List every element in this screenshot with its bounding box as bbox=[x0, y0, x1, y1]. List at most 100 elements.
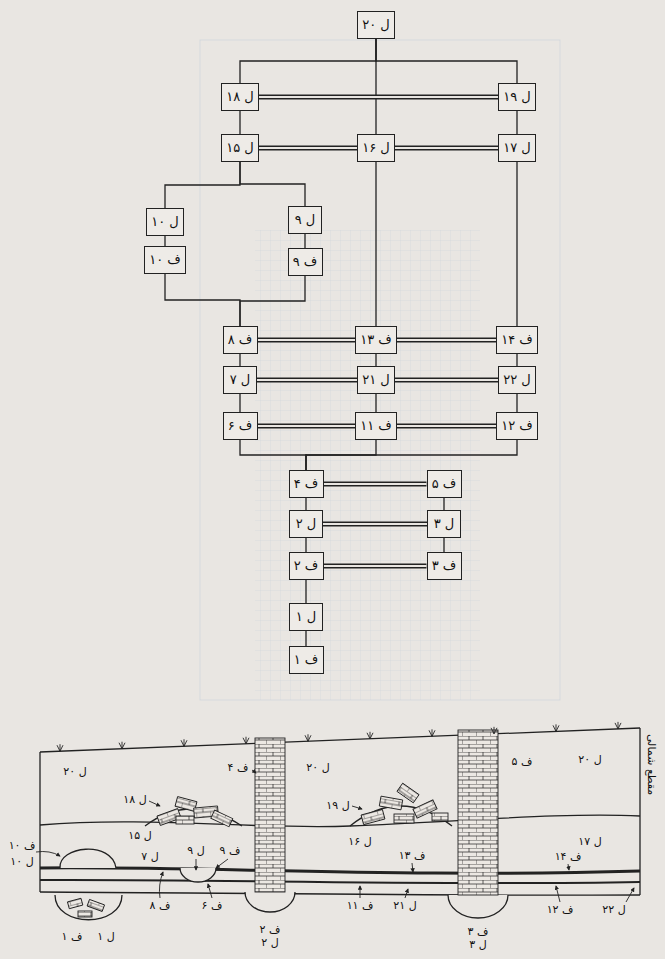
sequence-line bbox=[306, 631, 307, 646]
sequence-line bbox=[306, 580, 307, 603]
context-box: ف ۱ bbox=[289, 646, 324, 674]
sequence-line bbox=[517, 354, 518, 366]
sequence-line bbox=[305, 631, 306, 646]
callout-number: ل ۷ bbox=[140, 850, 159, 863]
callout-number: ف ۱۴ bbox=[554, 850, 583, 863]
equivalence-line bbox=[395, 378, 498, 383]
rubble-brick bbox=[87, 899, 104, 911]
equivalence-gap bbox=[323, 523, 427, 525]
leader-line bbox=[159, 872, 163, 898]
context-box: ف ۴ bbox=[289, 470, 324, 498]
sequence-line bbox=[376, 39, 517, 83]
callout-number: ف ۸ bbox=[149, 899, 172, 912]
grass-tuft bbox=[57, 744, 63, 751]
callout-number: ف ۱۳ bbox=[398, 849, 427, 862]
equivalence-line bbox=[259, 148, 357, 149]
callout-number: ل ۲۰ bbox=[62, 765, 87, 778]
context-number: ل ۹ bbox=[295, 212, 316, 228]
sequence-line bbox=[304, 234, 305, 248]
grass-tuft bbox=[553, 724, 559, 731]
sequence-line bbox=[516, 162, 517, 326]
callout-number: ل ۲۰ bbox=[305, 761, 330, 774]
context-box: ل ۷ bbox=[223, 366, 257, 394]
callout-number: ف ۵ bbox=[511, 755, 534, 768]
context-number: ل ۱۵ bbox=[226, 140, 254, 156]
leader-line bbox=[626, 888, 634, 902]
rubble-brick bbox=[432, 813, 448, 821]
brick-wall bbox=[458, 730, 498, 895]
context-box: ل ۲۱ bbox=[357, 366, 395, 394]
context-box: ل ۱۶ bbox=[357, 134, 395, 162]
sequence-line bbox=[239, 394, 240, 412]
context-number: ف ۶ bbox=[228, 418, 253, 434]
callout-number: ل ۱۷ bbox=[577, 835, 602, 848]
sequence-line bbox=[165, 236, 166, 246]
rubble-brick bbox=[67, 898, 82, 908]
context-number: ف ۱ bbox=[294, 652, 319, 668]
callout-number: ف ۱۱ bbox=[346, 899, 375, 912]
sequence-line bbox=[165, 274, 240, 326]
sequence-line bbox=[305, 580, 306, 603]
sequence-line bbox=[375, 354, 376, 366]
context-number: ف ۱۰ bbox=[149, 252, 181, 268]
callout-number: ل ۹ bbox=[186, 844, 205, 857]
sequence-line bbox=[165, 162, 240, 208]
floor-line bbox=[40, 868, 640, 873]
sequence-line bbox=[240, 111, 241, 134]
sequence-line bbox=[444, 498, 445, 510]
sequence-line bbox=[240, 162, 305, 206]
context-number: ل ۱۰ bbox=[151, 214, 179, 230]
foundation-trench bbox=[245, 892, 295, 912]
leader-line bbox=[568, 864, 569, 870]
pit bbox=[180, 868, 216, 882]
sequence-line bbox=[240, 394, 241, 412]
rubble-brick bbox=[78, 911, 92, 917]
sequence-line bbox=[516, 354, 517, 366]
context-box: ل ۱۸ bbox=[221, 83, 259, 111]
equivalence-line bbox=[258, 426, 356, 427]
sequence-line bbox=[165, 274, 240, 326]
sequence-line bbox=[240, 162, 305, 206]
callout-number: ل ۱۹ bbox=[325, 799, 350, 812]
sequence-line bbox=[516, 394, 517, 412]
sequence-line bbox=[240, 440, 306, 470]
context-box: ل ۲ bbox=[289, 510, 323, 538]
callout-number: ل ۱۵ bbox=[127, 829, 152, 842]
equivalence-line bbox=[257, 380, 357, 381]
context-number: ف ۳ bbox=[432, 558, 457, 574]
section-title: مقطع شمالی bbox=[645, 733, 658, 796]
callout-number: ل ۱۸ bbox=[122, 793, 147, 806]
equivalence-gap bbox=[395, 147, 498, 149]
section-bottom bbox=[40, 892, 640, 895]
context-box: ل ۳ bbox=[427, 510, 461, 538]
context-box: ل ۱۹ bbox=[498, 83, 536, 111]
sequence-line bbox=[517, 111, 518, 134]
grass-tuft bbox=[429, 729, 435, 736]
leader-line bbox=[252, 770, 256, 773]
equivalence-line bbox=[259, 97, 498, 98]
sequence-line bbox=[240, 276, 305, 326]
context-number: ف ۱۲ bbox=[501, 418, 533, 434]
equivalence-gap bbox=[258, 425, 356, 427]
context-number: ل ۲۰ bbox=[362, 17, 390, 33]
equivalence-gap bbox=[258, 339, 356, 341]
equivalence-line bbox=[323, 522, 427, 527]
context-number: ل ۱۹ bbox=[503, 89, 531, 105]
callout-number: ف ۳ bbox=[467, 925, 490, 938]
equivalence-line bbox=[258, 340, 356, 341]
callout-number: ف ۲ bbox=[259, 923, 282, 936]
equivalence-line bbox=[397, 338, 496, 343]
sequence-line bbox=[516, 111, 517, 134]
sequence-line bbox=[306, 498, 307, 510]
context-number: ف ۸ bbox=[228, 332, 253, 348]
sequence-line bbox=[164, 236, 165, 246]
context-number: ف ۹ bbox=[293, 254, 318, 270]
equivalence-gap bbox=[395, 379, 498, 381]
sequence-line bbox=[240, 39, 376, 83]
leader-line bbox=[36, 852, 60, 857]
rubble-brick bbox=[361, 809, 385, 824]
context-number: ل ۱۶ bbox=[362, 140, 390, 156]
equivalence-line bbox=[395, 146, 498, 151]
